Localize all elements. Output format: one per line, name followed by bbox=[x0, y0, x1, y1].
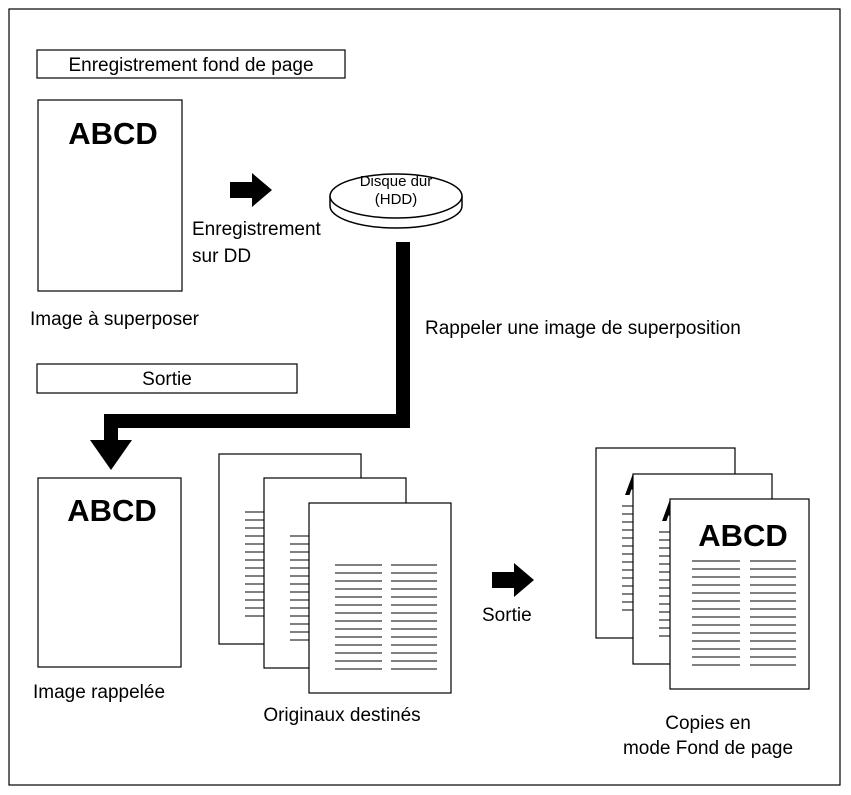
hdd-label-line2: (HDD) bbox=[375, 191, 418, 208]
original-page bbox=[308, 502, 452, 694]
output-box bbox=[36, 363, 298, 394]
output-arrow-icon bbox=[492, 563, 534, 597]
overlay-page bbox=[37, 99, 183, 292]
originals-stack bbox=[218, 453, 452, 694]
originals-label: Originaux destinés bbox=[263, 705, 420, 726]
overlay-page-heading: ABCD bbox=[68, 116, 158, 151]
title-box-text: Enregistrement fond de page bbox=[68, 55, 313, 76]
overlay-page-label: Image à superposer bbox=[30, 309, 200, 330]
title-box bbox=[36, 49, 346, 79]
register-label-line1: Enregistrement bbox=[192, 219, 322, 240]
copies-stack: ABCDABCDABCD bbox=[595, 447, 810, 690]
register-label-line2: sur DD bbox=[192, 246, 251, 267]
output-box-text: Sortie bbox=[142, 369, 192, 390]
output-arrow-label: Sortie bbox=[482, 605, 532, 626]
copy-page-heading: ABCD bbox=[698, 518, 788, 553]
register-arrow-icon bbox=[230, 173, 272, 207]
copies-label-line1: Copies en bbox=[665, 713, 751, 734]
hdd-disk-icon bbox=[329, 173, 463, 229]
recalled-page bbox=[37, 477, 182, 668]
outer-frame bbox=[8, 8, 841, 786]
recall-label: Rappeler une image de superposition bbox=[425, 318, 741, 339]
recall-arrowhead-icon bbox=[90, 440, 132, 470]
recall-arrow-icon bbox=[104, 242, 410, 440]
copies-label-line2: mode Fond de page bbox=[623, 738, 793, 759]
recalled-image-label: Image rappelée bbox=[33, 682, 165, 703]
recalled-page-heading: ABCD bbox=[67, 493, 157, 528]
hdd-label-line1: Disque dur bbox=[360, 173, 433, 190]
